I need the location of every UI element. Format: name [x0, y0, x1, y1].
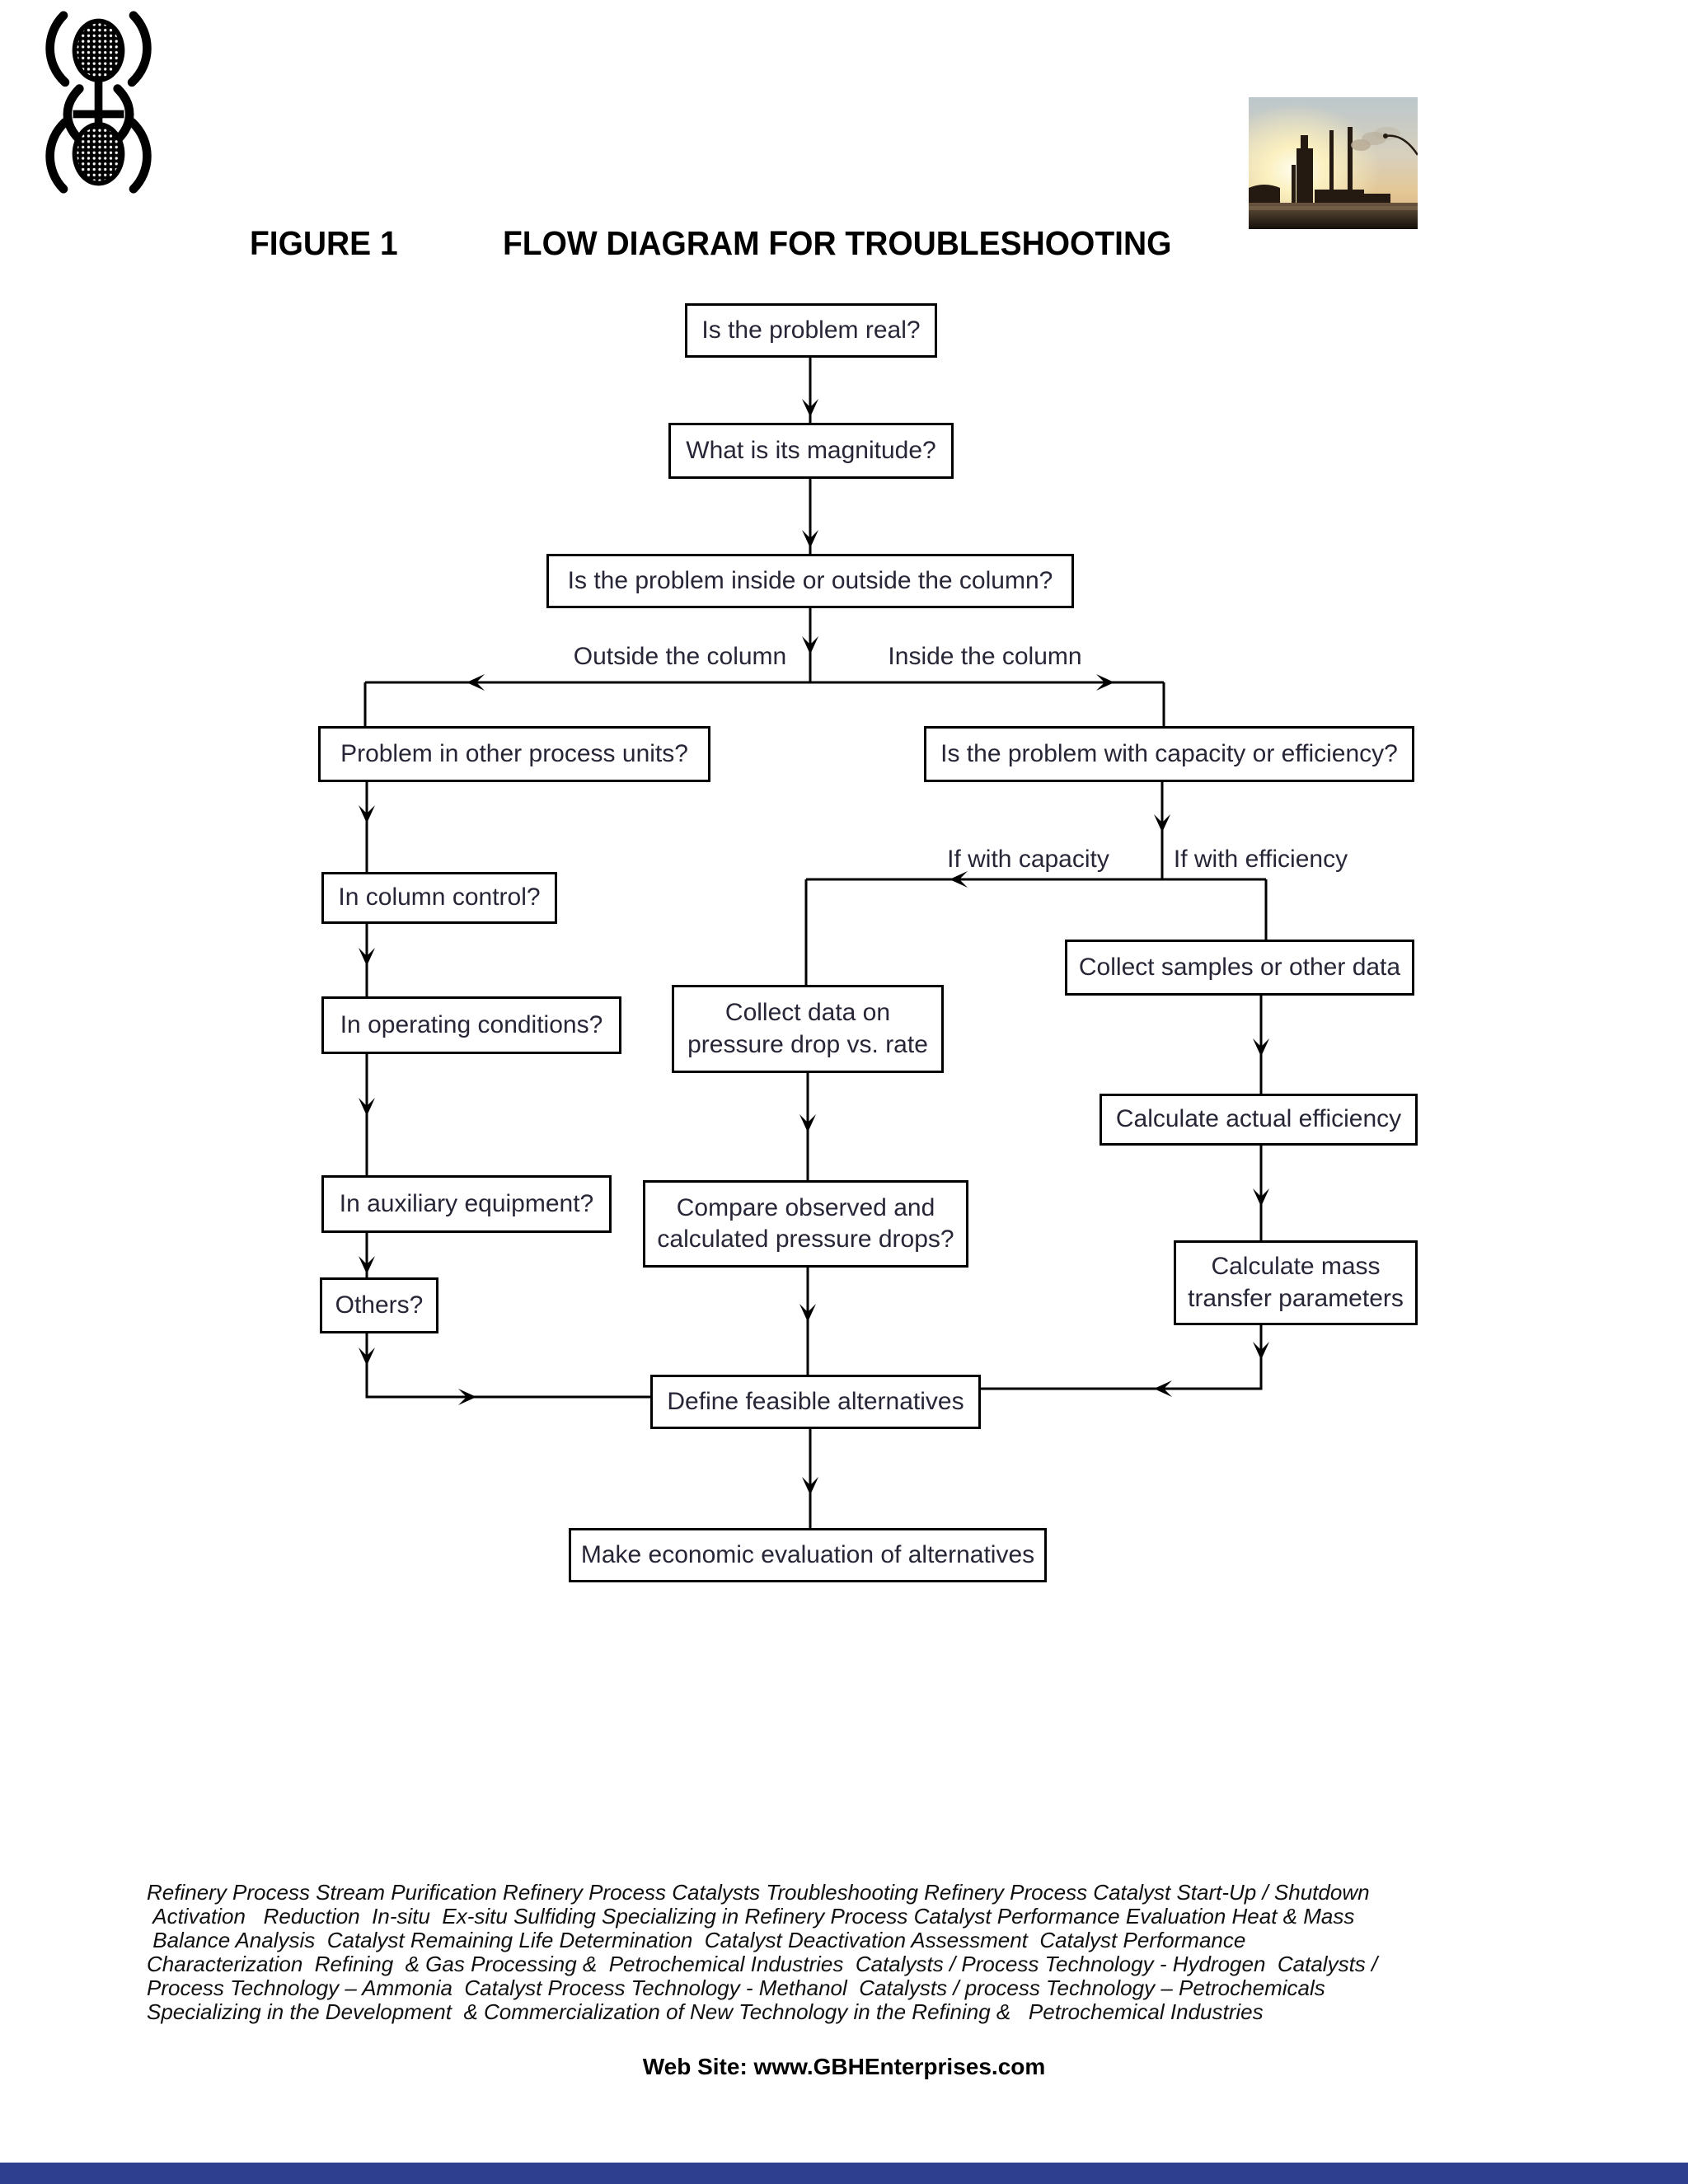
title-row: FIGURE 1 FLOW DIAGRAM FOR TROUBLESHOOTIN… [0, 224, 1688, 267]
node-operating-conditions: In operating conditions? [321, 996, 621, 1054]
gbh-logo-icon [45, 11, 152, 194]
node-mass-transfer: Calculate mass transfer parameters [1174, 1240, 1418, 1325]
node-compare-drops: Compare observed and calculated pressure… [643, 1180, 968, 1268]
edge-label-if-efficiency: If with efficiency [1173, 846, 1348, 873]
node-actual-efficiency: Calculate actual efficiency [1100, 1094, 1418, 1146]
edge-label-if-capacity: If with capacity [947, 846, 1109, 873]
footer-line: Process Technology – Ammonia Catalyst Pr… [147, 1975, 1325, 2000]
node-column-control: In column control? [321, 872, 557, 924]
footer-line: Characterization Refining & Gas Processi… [147, 1952, 1378, 1976]
node-collect-data: Collect data on pressure drop vs. rate [672, 985, 944, 1073]
node-capacity-efficiency: Is the problem with capacity or efficien… [924, 726, 1414, 782]
footer-text: Refinery Process Stream Purification Ref… [147, 1881, 1556, 2024]
footer-line: Activation Reduction In-situ Ex-situ Sul… [147, 1904, 1355, 1929]
refinery-sunset-icon [1249, 97, 1419, 229]
gbh-logo [41, 10, 157, 199]
edge-label-inside-column: Inside the column [888, 643, 1082, 670]
footer-line: Refinery Process Stream Purification Ref… [147, 1880, 1370, 1905]
edge-label-outside-column: Outside the column [573, 643, 787, 670]
refinery-photo [1249, 97, 1419, 233]
node-problem-real: Is the problem real? [685, 303, 937, 358]
node-economic-evaluation: Make economic evaluation of alternatives [569, 1528, 1047, 1582]
node-others: Others? [320, 1277, 438, 1333]
bottom-bar [0, 2163, 1688, 2184]
website-line: Web Site: www.GBHEnterprises.com [642, 2054, 1046, 2079]
node-define-alternatives: Define feasible alternatives [650, 1375, 981, 1429]
node-collect-samples: Collect samples or other data [1065, 940, 1414, 996]
node-other-process-units: Problem in other process units? [318, 726, 710, 782]
figure-label: FIGURE 1 [250, 224, 398, 262]
footer-line: Balance Analysis Catalyst Remaining Life… [147, 1928, 1246, 1952]
node-magnitude: What is its magnitude? [668, 423, 954, 479]
node-inside-outside: Is the problem inside or outside the col… [546, 554, 1074, 608]
footer-line: Specializing in the Development & Commer… [147, 1999, 1264, 2024]
page-title: FLOW DIAGRAM FOR TROUBLESHOOTING [503, 224, 1172, 262]
node-auxiliary-equipment: In auxiliary equipment? [321, 1175, 612, 1233]
